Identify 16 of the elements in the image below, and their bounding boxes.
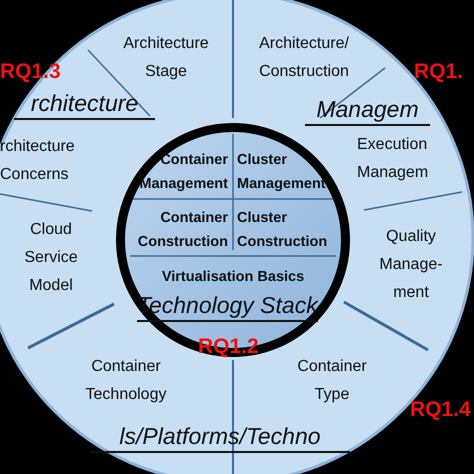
sector-text: rchitecture Concerns [0,137,76,185]
sector-text: Architecture Stage [122,34,210,82]
sector-text: Container Type [296,357,368,405]
sector-text: Execution Managem [357,135,430,183]
cell-text: Cluster Construction [237,209,328,252]
question-label: RQ1. [414,59,464,85]
cell-text: Cluster Management [237,151,327,194]
sector-text: Container Technology [84,357,168,405]
sector-text: Cloud Service Model [23,220,79,296]
sector-text: Quality Manage- ment [378,227,444,303]
sector-text: Architecture/ Construction [258,34,350,82]
cell-text: Container Management [138,151,228,194]
group-heading: rchitecture [14,88,155,120]
question-label: RQ1.4 [410,397,472,423]
cell-text: Virtualisation Basics [160,268,306,287]
cell-text: Container Construction [136,209,228,252]
